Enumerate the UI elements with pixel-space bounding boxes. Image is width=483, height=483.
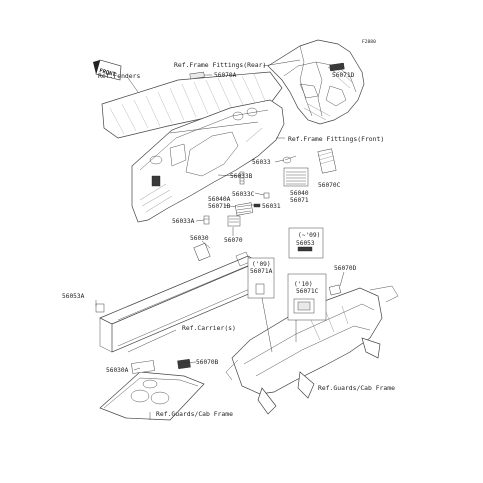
ref-guards-cab-frame-bottom-label[interactable]: Ref.Guards/Cab Frame bbox=[156, 410, 233, 418]
part-56033A-label[interactable]: 56033A bbox=[172, 218, 195, 225]
rear-frame-fitting-drawing bbox=[267, 39, 365, 125]
ref-guards-cab-frame-right-label[interactable]: Ref.Guards/Cab Frame bbox=[318, 384, 395, 392]
part-56031-label[interactable]: 56031 bbox=[262, 203, 281, 210]
leader-lines bbox=[127, 59, 337, 249]
guard-frame-drawing bbox=[225, 284, 399, 415]
part-56070-label[interactable]: 56070 bbox=[224, 237, 243, 244]
guard-plate-drawing bbox=[99, 358, 205, 421]
part-56070A-label[interactable]: 56070A bbox=[214, 72, 237, 79]
ref-frame-fittings-front-label[interactable]: Ref.Frame Fittings(Front) bbox=[288, 135, 384, 143]
year-note-box-10 bbox=[287, 273, 327, 321]
diagram-code: F2880 bbox=[362, 39, 376, 45]
year-note-box-09-right bbox=[288, 227, 324, 259]
part-56053-label[interactable]: 56053 bbox=[296, 240, 315, 247]
ref-fenders-label[interactable]: Ref.Fenders bbox=[98, 72, 140, 80]
part-56033-label[interactable]: 56033 bbox=[252, 159, 271, 166]
year-note-10: ('10) bbox=[294, 281, 313, 288]
front-arrow-icon: FRONT bbox=[93, 59, 122, 81]
part-56071B-label[interactable]: 56071B bbox=[208, 203, 231, 210]
part-56040-label[interactable]: 56040 bbox=[290, 190, 309, 197]
dashboard-panel-drawing bbox=[131, 99, 285, 223]
ref-carrier-label[interactable]: Ref.Carrier(s) bbox=[182, 324, 236, 332]
part-56070B-label[interactable]: 56070B bbox=[196, 359, 219, 366]
ref-frame-fittings-rear-label[interactable]: Ref.Frame Fittings(Rear) bbox=[174, 61, 266, 69]
part-56071A-label[interactable]: 56071A bbox=[250, 268, 273, 275]
part-56071D-label[interactable]: 56071D bbox=[332, 72, 355, 79]
decal-parts bbox=[189, 62, 345, 227]
part-56053A-label[interactable]: 56053A bbox=[62, 293, 85, 300]
year-note-box-09-left bbox=[247, 257, 275, 299]
year-note-09-right: (~'09) bbox=[298, 232, 320, 239]
part-56030-label[interactable]: 56030 bbox=[190, 235, 209, 242]
part-56033C-label[interactable]: 56033C bbox=[232, 191, 255, 198]
part-56070D-label[interactable]: 56070D bbox=[334, 265, 357, 272]
part-56071-label[interactable]: 56071 bbox=[290, 197, 309, 204]
part-56070C-label[interactable]: 56070C bbox=[318, 182, 341, 189]
part-56071C-label[interactable]: 56071C bbox=[296, 288, 319, 295]
part-56033B-label[interactable]: 56033B bbox=[230, 173, 253, 180]
front-marker-label: FRONT bbox=[98, 68, 116, 78]
part-56040A-label[interactable]: 56040A bbox=[208, 196, 231, 203]
part-56030A-label[interactable]: 56030A bbox=[106, 367, 129, 374]
carrier-drawing bbox=[95, 242, 259, 353]
year-note-09-left: ('09) bbox=[252, 261, 271, 268]
